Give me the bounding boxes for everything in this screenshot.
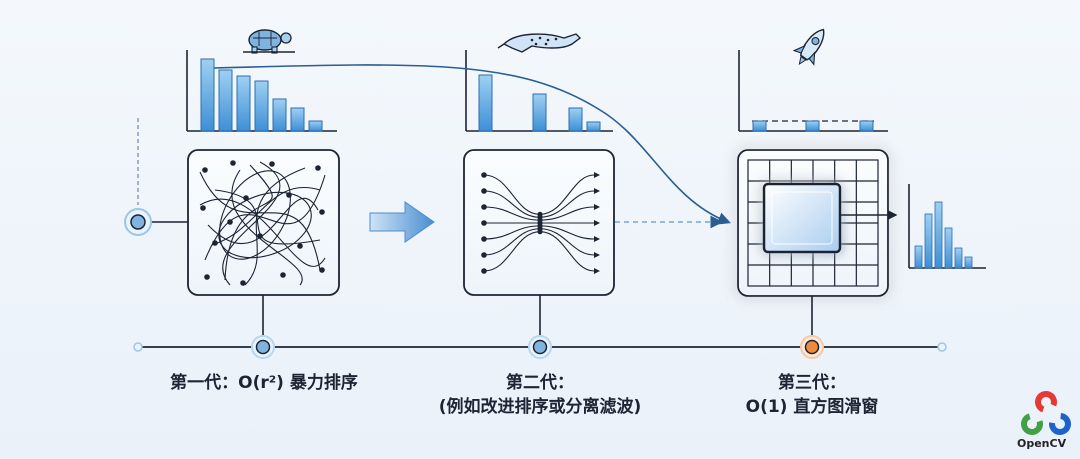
stage-2-caption-line1: 第二代： [506,373,574,393]
chaos-points [200,160,325,286]
flow-source-dot [481,204,487,210]
histogram-stage-3 [738,50,888,132]
hist-bar [272,98,287,132]
flow-path-in [483,190,541,218]
cheetah-icon [497,33,582,53]
stage-3-caption-line2: O(1) 直方图滑窗 [745,397,879,417]
left-node [124,208,152,236]
hist-bar [924,213,933,269]
flow-path-in [483,206,541,221]
hist-bar [752,120,767,132]
hist-bar [254,80,269,132]
flow-source-dot [481,268,487,274]
stage-3-box [737,149,889,297]
hist-bar [218,69,233,132]
stage-2-caption-line2: (例如改进排序或分离滤波) [438,397,642,417]
output-histogram [908,184,986,269]
sliding-window [762,182,842,254]
flow-arrowhead [594,236,600,242]
hist-bar [964,256,973,269]
hist-bar [914,245,923,269]
flow-path-out [539,190,595,218]
opencv-logo-text: OpenCV [1017,437,1067,450]
grid-border [747,159,879,287]
timeline-node-3 [800,335,824,359]
flow-arrowhead [594,172,600,178]
flow-arrowhead [594,220,600,226]
hist-bar [944,227,953,269]
stage-1-caption: 第一代：O(r²) 暴力排序 [140,371,388,395]
stage-3-caption: 第三代： O(1) 直方图滑窗 [700,371,924,419]
histogram-stage-2 [465,50,613,132]
timeline [133,295,947,359]
opencv-logo [1021,391,1071,435]
flow-lines [483,174,595,272]
transition-arrow [369,201,435,243]
flow-path-in [483,231,541,272]
flow-source-dot [481,236,487,242]
timeline-node-1 [251,335,275,359]
chaos-lines [199,161,326,286]
flow-arrowhead [594,268,600,274]
flow-arrowhead [594,188,600,194]
flow-source-dot [481,188,487,194]
hist-bar [586,121,601,132]
hist-bar [308,120,323,132]
histogram-stage-1 [186,50,337,132]
flow-path-out [539,174,595,215]
stage-3-caption-line1: 第三代： [778,373,846,393]
hist-bar [200,58,215,132]
hist-bar [934,201,943,269]
flow-source-dot [481,252,487,258]
hist-bar [290,107,305,132]
flow-path-out [539,228,595,256]
flow-arrowhead [594,252,600,258]
hist-bar [478,74,493,132]
rocket-icon [792,28,825,66]
flow-merge-dot [537,229,543,235]
flow-path-in [483,174,541,215]
flow-source-dot [481,220,487,226]
stage-1-caption-line1: 第一代：O(r²) 暴力排序 [170,373,358,393]
flow-arrowhead [594,204,600,210]
flow-path-out [539,231,595,272]
stage-2-caption: 第二代： (例如改进排序或分离滤波) [400,371,680,419]
stage-2-box [463,149,615,296]
hist-bar [954,247,963,269]
hist-bar [568,107,583,132]
flow-source-dot [481,172,487,178]
turtle-icon [243,29,295,54]
flow-path-out [539,225,595,240]
flow-dots [481,172,600,274]
flow-path-out [539,206,595,221]
flow-curve-arrow [213,64,731,225]
hist-bar [805,120,820,132]
stage-1-box [187,149,340,296]
flow-path-in [483,228,541,256]
hist-bar [532,93,547,132]
hist-bar [859,120,874,132]
flow-path-in [483,225,541,240]
hist-bar [236,75,251,132]
timeline-node-2 [528,335,552,359]
